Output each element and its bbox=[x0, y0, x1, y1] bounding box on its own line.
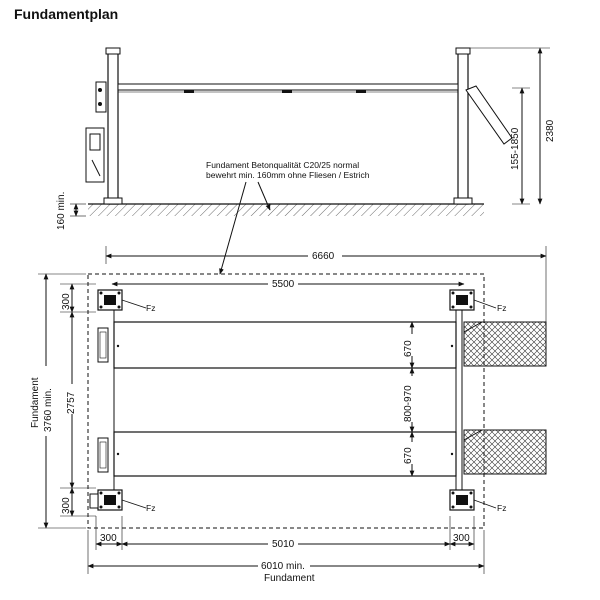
dim-6010: 6010 min. Fundament bbox=[87, 530, 485, 584]
dim-160: 160 min. bbox=[56, 192, 86, 230]
base-plate-top-left: Fz bbox=[97, 289, 155, 313]
platform-bottom bbox=[97, 431, 457, 477]
dim-800-970-label: 800-970 bbox=[403, 385, 414, 422]
plan-view: 6660 5500 bbox=[28, 246, 547, 584]
dim-2757-label: 2757 bbox=[66, 391, 77, 414]
dim-300-left-label: 300 bbox=[100, 533, 117, 544]
base-plate-bottom-right: Fz bbox=[449, 489, 506, 513]
dim-300-top-label: 300 bbox=[61, 293, 72, 310]
fz-label-bottom-right: Fz bbox=[497, 503, 506, 513]
ground-hatch bbox=[88, 204, 484, 216]
dim-300-bottom-label: 300 bbox=[61, 497, 72, 514]
dim-160-label: 160 min. bbox=[56, 192, 67, 230]
dim-3760-label: 3760 min. bbox=[43, 388, 54, 432]
ramp-top bbox=[463, 321, 547, 367]
dim-bottom-posts: 300 5010 300 bbox=[95, 516, 475, 550]
dim-6660-label: 6660 bbox=[312, 251, 335, 262]
dim-3760: Fundament 3760 min. bbox=[28, 273, 86, 529]
foundation-outline bbox=[87, 273, 485, 529]
drive-ramp bbox=[465, 85, 513, 145]
page-title: Fundamentplan bbox=[14, 6, 119, 22]
concrete-note-line2: bewehrt min. 160mm ohne Fliesen / Estric… bbox=[206, 170, 370, 180]
fz-label-top-left: Fz bbox=[146, 303, 155, 313]
dim-5010-label: 5010 bbox=[272, 539, 295, 550]
ramp-bottom bbox=[463, 429, 547, 475]
dim-670-bottom-label: 670 bbox=[403, 447, 414, 464]
dim-2380: 2380 bbox=[470, 47, 556, 205]
concrete-note-line1: Fundament Betonqualität C20/25 normal bbox=[206, 160, 359, 170]
note-leader-1 bbox=[257, 181, 271, 211]
dim-155-1850: 155-1850 bbox=[510, 87, 530, 205]
dim-300-right-label: 300 bbox=[453, 533, 470, 544]
fz-label-bottom-left: Fz bbox=[146, 503, 155, 513]
dim-6660: 6660 bbox=[105, 246, 547, 322]
dim-670-top-label: 670 bbox=[403, 340, 414, 357]
cross-beam bbox=[117, 83, 459, 93]
dim-left-posts: 300 2757 300 bbox=[60, 283, 96, 517]
side-view: 160 min. 155-1850 2380 Fundament Betonqu… bbox=[56, 47, 556, 275]
dim-platform-widths: 670 800-970 670 bbox=[402, 321, 416, 477]
base-plate-bottom-left: Fz bbox=[89, 489, 155, 513]
dim-5500: 5500 bbox=[111, 277, 465, 290]
dim-6010-fundament-label: Fundament bbox=[264, 573, 315, 584]
dim-3760-fundament-label: Fundament bbox=[30, 377, 41, 428]
note-leader-2 bbox=[219, 181, 247, 275]
right-post bbox=[453, 47, 473, 205]
fz-label-top-right: Fz bbox=[497, 303, 506, 313]
dim-2380-label: 2380 bbox=[545, 119, 556, 142]
base-plate-top-right: Fz bbox=[449, 289, 506, 313]
dim-155-1850-label: 155-1850 bbox=[510, 127, 521, 170]
left-post bbox=[85, 47, 123, 205]
platform-top bbox=[97, 321, 457, 369]
dim-5500-label: 5500 bbox=[272, 279, 295, 290]
dim-6010-label: 6010 min. bbox=[261, 561, 305, 572]
